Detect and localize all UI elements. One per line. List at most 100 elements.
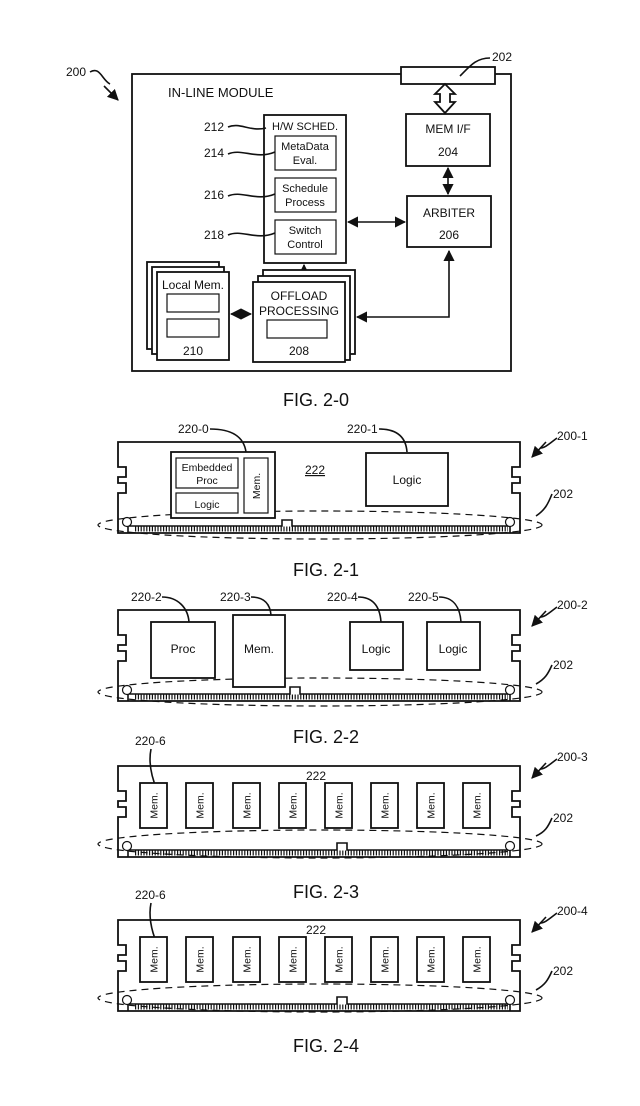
schedule-process-line2: Process — [285, 197, 325, 209]
ref-204: 204 — [438, 145, 458, 159]
mem-chip-2-4-2 — [185, 936, 214, 983]
ref-200: 200 — [66, 65, 86, 79]
mem-box-fig22 — [232, 614, 286, 688]
mem-chip-2-3-5-label: Mem. — [334, 792, 346, 818]
mem-chip-2-4-1 — [139, 936, 168, 983]
ref-222-fig23: 222 — [306, 769, 326, 783]
logic-label-2-fig22: Logic — [439, 642, 468, 656]
fig-2-2: 202 200-2 Proc 220-2 Mem. 220-3 Logic 22… — [97, 590, 588, 747]
proc-box — [150, 621, 216, 679]
logic-big-label: Logic — [393, 473, 422, 487]
mem-if-box — [405, 113, 491, 167]
offload-line2: PROCESSING — [259, 304, 339, 318]
mem-chip-row-2-4: Mem.Mem.Mem.Mem.Mem.Mem.Mem.Mem. — [139, 936, 491, 983]
mem-chip-2-3-7 — [416, 782, 445, 829]
ref-200-1: 200-1 — [557, 429, 588, 443]
ref-200-3: 200-3 — [557, 750, 588, 764]
ref-208: 208 — [289, 344, 309, 358]
caption-fig-2-0: FIG. 2-0 — [283, 390, 349, 410]
mem-chip-2-3-1-label: Mem. — [149, 792, 161, 818]
hw-sched-title: H/W SCHED. — [272, 121, 338, 133]
caption-fig-2-2: FIG. 2-2 — [293, 727, 359, 747]
fig-2-1: 202 200-1 Embedded Proc Logic Mem. 220-0… — [97, 422, 588, 580]
mem-chip-2-4-8 — [462, 936, 491, 983]
ref-218: 218 — [204, 228, 224, 242]
mem-chip-2-3-4 — [278, 782, 307, 829]
bus-connector — [400, 66, 496, 85]
local-mem-block-1 — [166, 293, 220, 313]
ref-202-fig24: 202 — [553, 964, 573, 978]
ref-216: 216 — [204, 188, 224, 202]
mem-chip-2-3-8 — [462, 782, 491, 829]
logic-small-label: Logic — [194, 499, 219, 511]
switch-control-box — [274, 219, 337, 255]
mem-chip-2-3-2 — [185, 782, 214, 829]
mem-chip-2-4-7-label: Mem. — [426, 946, 438, 972]
logic-label-1-fig22: Logic — [362, 642, 391, 656]
schedule-process-box — [274, 177, 337, 213]
ref-220-6-fig23: 220-6 — [135, 734, 166, 748]
ref-212: 212 — [204, 120, 224, 134]
caption-fig-2-1: FIG. 2-1 — [293, 560, 359, 580]
mem-chip-2-4-3 — [232, 936, 261, 983]
bus-ellipse-2-3 — [97, 829, 543, 859]
bus-ellipse-2-1 — [97, 510, 543, 540]
mem-chip-2-3-6-label: Mem. — [380, 792, 392, 818]
mem-chip-2-3-7-label: Mem. — [426, 792, 438, 818]
mem-chip-2-4-5-label: Mem. — [334, 946, 346, 972]
mem-chip-2-3-2-label: Mem. — [195, 792, 207, 818]
mem-chip-2-3-3 — [232, 782, 261, 829]
embedded-proc-box — [175, 457, 239, 489]
offload-line1: OFFLOAD — [271, 289, 328, 303]
ref-220-2: 220-2 — [131, 590, 162, 604]
mem-chip-2-4-7 — [416, 936, 445, 983]
ref-222-fig24: 222 — [306, 923, 326, 937]
ref-220-0: 220-0 — [178, 422, 209, 436]
ref-220-5: 220-5 — [408, 590, 439, 604]
mem-chip-row-2-3: Mem. Mem. Mem. Mem. Mem. Mem. Mem. Mem. — [139, 782, 491, 829]
mem-chip-2-3-3-label: Mem. — [242, 792, 254, 818]
in-line-module-title: IN-LINE MODULE — [168, 85, 274, 100]
caption-fig-2-4: FIG. 2-4 — [293, 1036, 359, 1056]
ref-200-2: 200-2 — [557, 598, 588, 612]
mem-chip-2-4-6 — [370, 936, 399, 983]
proc-label: Proc — [171, 642, 196, 656]
mem-chip-2-4-8-label: Mem. — [472, 946, 484, 972]
local-mem-box — [156, 271, 230, 361]
logic-big-box — [365, 452, 449, 507]
mem-chip-2-4-2-label: Mem. — [195, 946, 207, 972]
mem-chip-2-3-5 — [324, 782, 353, 829]
mem-vertical-label: Mem. — [251, 473, 263, 499]
logic-small-box — [175, 492, 239, 514]
mem-chip-2-3-1 — [139, 782, 168, 829]
logic-box-1-fig22 — [349, 621, 404, 671]
ref-220-4: 220-4 — [327, 590, 358, 604]
offload-inner-block — [266, 319, 328, 339]
caption-fig-2-3: FIG. 2-3 — [293, 882, 359, 902]
ref-206: 206 — [439, 228, 459, 242]
metadata-eval-line1: MetaData — [281, 141, 330, 153]
bus-double-arrow — [432, 82, 458, 115]
mem-chip-2-4-1-label: Mem. — [149, 946, 161, 972]
mem-chip-2-4-4-label: Mem. — [288, 946, 300, 972]
ref-200-4: 200-4 — [557, 904, 588, 918]
mem-chip-2-4-5 — [324, 936, 353, 983]
ref-220-1: 220-1 — [347, 422, 378, 436]
ref-202-fig22: 202 — [553, 658, 573, 672]
mem-chip-2-3-8-label: Mem. — [472, 792, 484, 818]
local-mem-block-2 — [166, 318, 220, 338]
embedded-proc-line1: Embedded — [182, 462, 233, 474]
bus-ellipse-2-4 — [97, 983, 543, 1013]
logic-box-2-fig22 — [426, 621, 481, 671]
ref-220-6-fig24: 220-6 — [135, 888, 166, 902]
fig-2-0: 200 IN-LINE MODULE 202 MEM I/F 204 ARBIT… — [66, 50, 512, 410]
bus-ellipse-2-2 — [97, 677, 543, 707]
ref-202-top: 202 — [492, 50, 512, 64]
mem-chip-2-3-4-label: Mem. — [288, 792, 300, 818]
mem-if-label: MEM I/F — [425, 122, 470, 136]
arbiter-label: ARBITER — [423, 206, 475, 220]
mem-chip-2-4-6-label: Mem. — [380, 946, 392, 972]
mem-vertical-box — [243, 457, 269, 514]
metadata-eval-box — [274, 135, 337, 171]
